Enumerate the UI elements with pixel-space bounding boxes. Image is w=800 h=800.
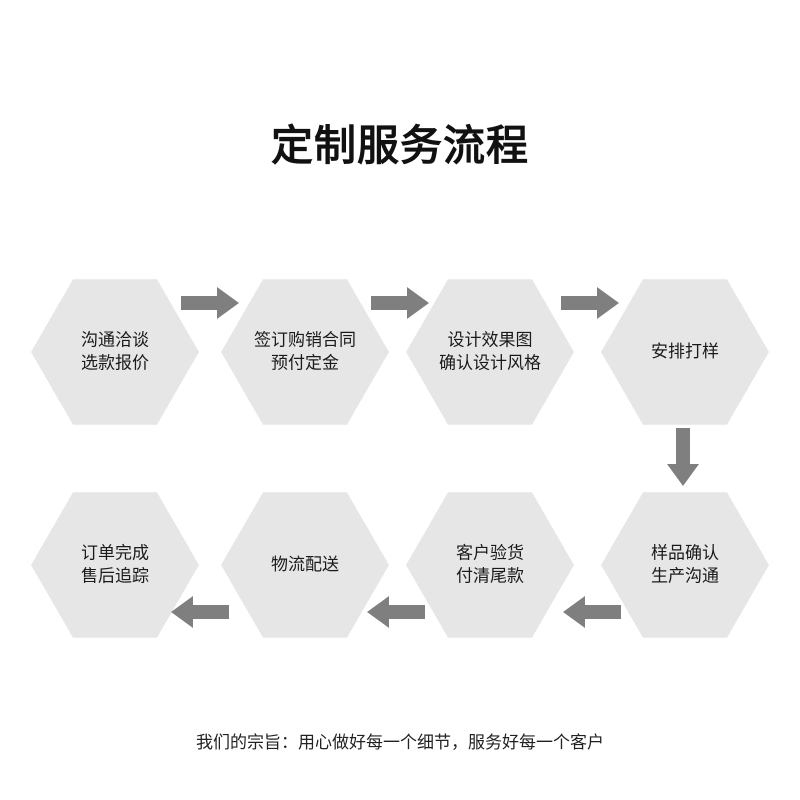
step-label: 物流配送	[271, 555, 339, 575]
step-label: 客户验货	[456, 544, 524, 564]
page-title: 定制服务流程	[270, 121, 529, 170]
flow-arrow-right-icon	[561, 287, 619, 319]
step-label: 预付定金	[271, 354, 339, 374]
step-label: 订单完成	[81, 544, 149, 564]
step-label: 生产沟通	[651, 567, 719, 587]
step-label: 选款报价	[81, 354, 149, 374]
flow-arrow-down-icon	[667, 428, 699, 486]
step-hexagon	[31, 492, 199, 638]
step-label: 安排打样	[651, 342, 719, 362]
step-label: 签订购销合同	[254, 331, 356, 351]
step-hexagon	[601, 492, 769, 638]
step-label: 设计效果图	[448, 331, 533, 351]
flow-arrow-left-icon	[367, 596, 425, 628]
step-hexagon	[221, 492, 389, 638]
step-label: 样品确认	[651, 544, 719, 564]
flow-arrow-right-icon	[371, 287, 429, 319]
footer-motto: 我们的宗旨：用心做好每一个细节，服务好每一个客户	[196, 733, 604, 753]
step-label: 售后追踪	[81, 567, 149, 587]
step-label: 确认设计风格	[439, 354, 541, 374]
step-hexagon	[221, 279, 389, 425]
flow-arrow-left-icon	[171, 596, 229, 628]
step-hexagon	[406, 492, 574, 638]
step-hexagon	[601, 279, 769, 425]
flow-arrow-left-icon	[563, 596, 621, 628]
flow-arrow-right-icon	[181, 287, 239, 319]
step-hexagon	[31, 279, 199, 425]
process-step-7: 物流配送	[221, 492, 389, 638]
step-hexagon	[406, 279, 574, 425]
step-label: 沟通洽谈	[81, 331, 149, 351]
step-label: 付清尾款	[456, 567, 524, 587]
process-step-4: 安排打样	[601, 279, 769, 425]
